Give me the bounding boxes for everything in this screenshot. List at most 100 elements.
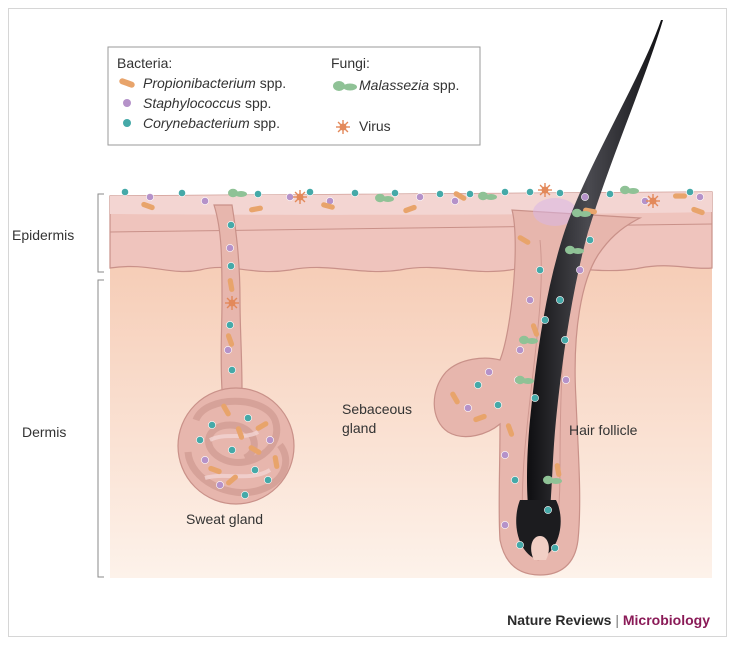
virus-core (649, 197, 657, 205)
label-sebaceous-line1: Sebaceous (342, 401, 412, 417)
follicle-coccus (561, 336, 569, 344)
follicle-coccus (516, 541, 524, 549)
hair-shaft (527, 20, 663, 531)
corynebacterium-coccus (526, 188, 534, 196)
malassezia-yeast (620, 185, 639, 195)
corynebacterium-coccus (121, 188, 129, 196)
legend: Bacteria: Fungi: Propionibacterium spp. … (107, 46, 481, 146)
propionibacterium-rod (225, 333, 235, 347)
propionibacterium-rod (530, 323, 540, 337)
corynebacterium-coccus (466, 190, 474, 198)
virus-particle (646, 194, 660, 208)
malassezia-yeast (515, 375, 534, 385)
follicle-coccus (556, 296, 564, 304)
credit-journal: Nature Reviews (507, 612, 611, 628)
staphylococcus-coccus (416, 193, 424, 201)
gland-coccus (216, 481, 224, 489)
gland-coccus (266, 436, 274, 444)
staphylococcus-coccus (581, 193, 589, 201)
gland-coccus (196, 436, 204, 444)
credit-separator: | (611, 612, 622, 628)
malassezia-yeast (228, 188, 247, 198)
propionibacterium-rod (208, 465, 222, 475)
legend-item-corynebacterium: Corynebacterium spp. (143, 115, 280, 131)
virus-core (339, 123, 347, 131)
yeast-bud (485, 194, 497, 200)
corynebacterium-coccus (391, 189, 399, 197)
corynebacterium-coccus (501, 188, 509, 196)
malassezia-yeast (543, 475, 562, 485)
label-epidermis: Epidermis (12, 227, 74, 243)
duct-coccus (227, 221, 235, 229)
credit-line: Nature Reviews | Microbiology (507, 612, 710, 628)
dermal-papilla (531, 536, 549, 560)
label-sebaceous-line2: gland (342, 420, 376, 436)
follicle-coccus (485, 368, 493, 376)
gland-coccus (201, 456, 209, 464)
follicle-coccus (544, 506, 552, 514)
follicle-coccus (474, 381, 482, 389)
malassezia-yeast (519, 335, 538, 345)
follicle-coccus (541, 316, 549, 324)
epidermis-bracket (97, 193, 104, 273)
corynebacterium-coccus (351, 189, 359, 197)
gland-coccus (241, 491, 249, 499)
gland-coccus (264, 476, 272, 484)
follicle-coccus (494, 401, 502, 409)
label-dermis: Dermis (22, 424, 66, 440)
follicle-coccus (511, 476, 519, 484)
propionibacterium-rod (248, 445, 262, 455)
follicle-coccus (516, 346, 524, 354)
yeast-icon (333, 81, 357, 91)
yeast-bud (526, 338, 538, 344)
microbe-layer (121, 183, 705, 552)
teal-coccus-icon (123, 119, 131, 127)
legend-item-propionibacterium: Propionibacterium spp. (143, 75, 286, 91)
malassezia-yeast (375, 193, 394, 203)
surface-opening-glow (533, 198, 577, 226)
follicle-coccus (531, 394, 539, 402)
corynebacterium-coccus (606, 190, 614, 198)
epidermis-surface (110, 192, 712, 215)
propionibacterium-rod (691, 206, 705, 216)
follicle-coccus (576, 266, 584, 274)
corynebacterium-coccus (306, 188, 314, 196)
follicle-coccus (551, 544, 559, 552)
corynebacterium-coccus (686, 188, 694, 196)
figure-frame (8, 8, 727, 637)
virus-particle (336, 120, 350, 134)
propionibacterium-rod (403, 204, 417, 214)
malassezia-yeast (565, 245, 584, 255)
yeast-bud (572, 248, 584, 254)
yeast-bud (522, 378, 534, 384)
legend-bacteria-heading: Bacteria: (117, 55, 172, 71)
propionibacterium-rod (321, 202, 335, 210)
propionibacterium-rod (517, 235, 531, 245)
propionibacterium-rod (554, 463, 562, 477)
corynebacterium-coccus (556, 189, 564, 197)
virus-particle (225, 296, 239, 310)
legend-item-staphylococcus: Staphylococcus spp. (143, 95, 271, 111)
staphylococcus-coccus (696, 193, 704, 201)
follicle-coccus (501, 451, 509, 459)
virus-core (541, 186, 549, 194)
gland-coccus (208, 421, 216, 429)
malassezia-yeast (572, 208, 591, 218)
legend-box (107, 46, 481, 146)
follicle-coccus (526, 296, 534, 304)
purple-coccus-icon (123, 99, 131, 107)
rod-icon (119, 78, 135, 88)
propionibacterium-rod (249, 205, 263, 213)
propionibacterium-rod (673, 193, 687, 199)
yeast-bud (579, 211, 591, 217)
yeast-bud (550, 478, 562, 484)
virus-core (228, 299, 236, 307)
corynebacterium-coccus (254, 190, 262, 198)
gland-coccus (244, 414, 252, 422)
corynebacterium-coccus (436, 190, 444, 198)
virus-particle (293, 190, 307, 204)
sweat-gland-coil (177, 387, 295, 505)
duct-coccus (226, 244, 234, 252)
yeast-bud (235, 191, 247, 197)
propionibacterium-rod (505, 423, 515, 437)
